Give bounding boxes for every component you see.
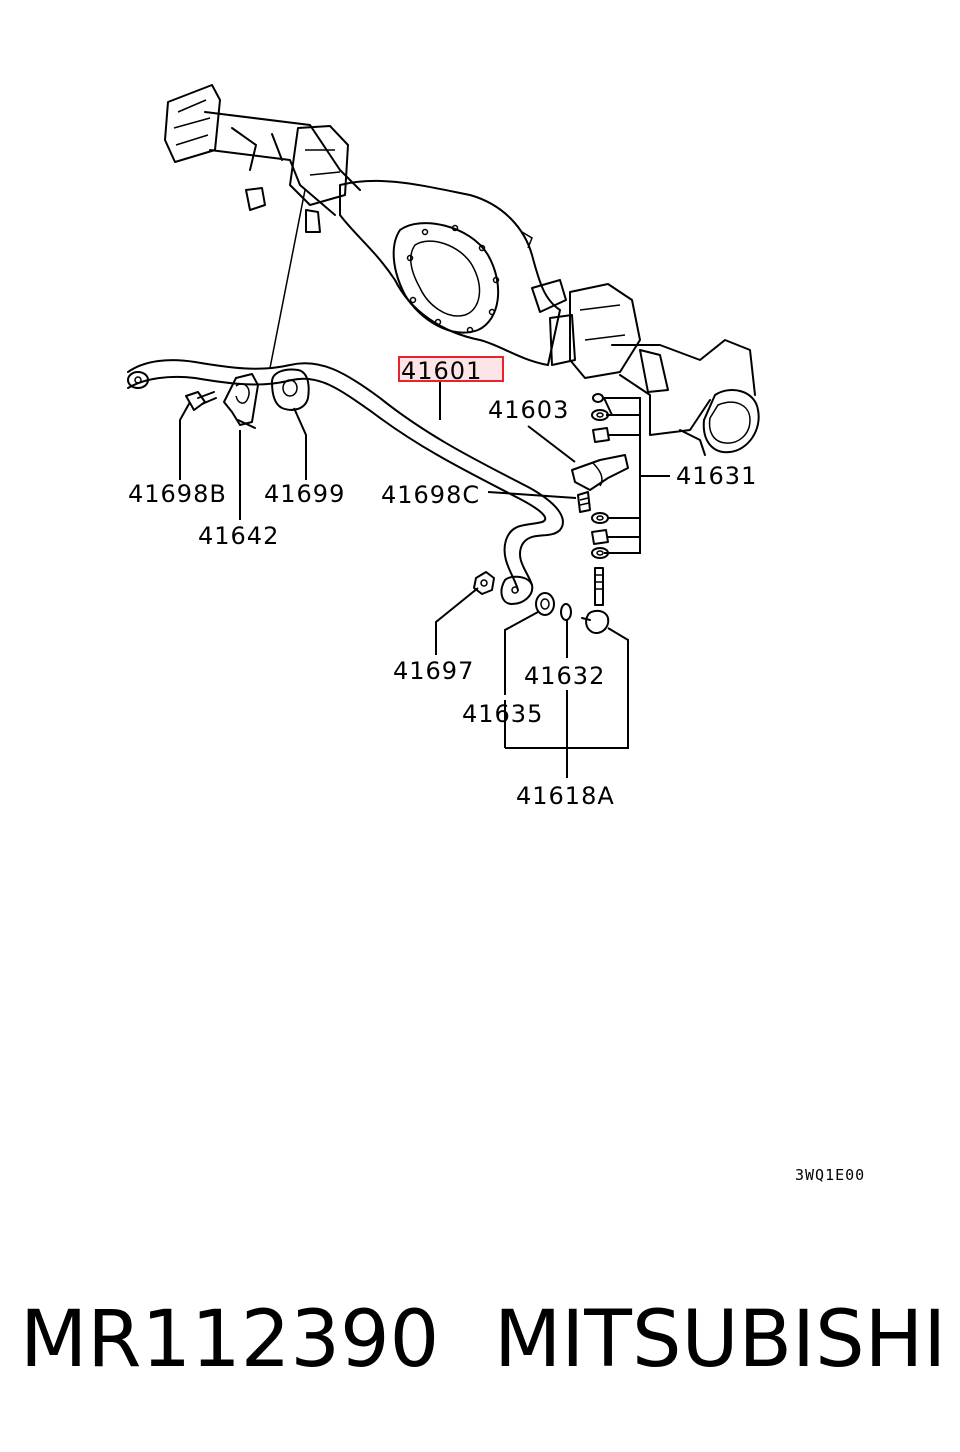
- brand-name: MITSUBISHI: [494, 1295, 947, 1385]
- bolt-41698C: [577, 491, 591, 513]
- washer-stack-41631: [591, 393, 610, 559]
- bracket-41603: [571, 454, 629, 491]
- axle-housing: [164, 84, 760, 456]
- label-41698C: 41698C: [381, 481, 480, 509]
- link-41618A: [581, 567, 610, 634]
- label-41699: 41699: [264, 480, 345, 508]
- label-41697: 41697: [393, 657, 474, 685]
- leader-lines: [179, 382, 670, 778]
- label-41601: 41601: [401, 357, 482, 385]
- label-41631: 41631: [676, 462, 757, 490]
- bushing-41635: [535, 592, 555, 616]
- label-41618A: 41618A: [516, 782, 615, 810]
- label-41603: 41603: [488, 396, 569, 424]
- highlight-box: [398, 356, 504, 382]
- label-41642: 41642: [198, 522, 279, 550]
- bushing-41699: [271, 368, 310, 411]
- label-41635: 41635: [462, 700, 543, 728]
- part-number: MR112390: [20, 1295, 440, 1385]
- label-41632: 41632: [524, 662, 605, 690]
- bolt-41698B: [185, 391, 217, 411]
- caption-bar: MR112390 MITSUBISHI: [0, 1290, 960, 1390]
- label-41698B: 41698B: [128, 480, 227, 508]
- nut-41697: [473, 571, 495, 595]
- ring-41632: [560, 603, 572, 621]
- stabilizer-bar: [127, 189, 564, 605]
- clamp-41642: [223, 373, 259, 429]
- reference-code: 3WQ1E00: [795, 1166, 865, 1184]
